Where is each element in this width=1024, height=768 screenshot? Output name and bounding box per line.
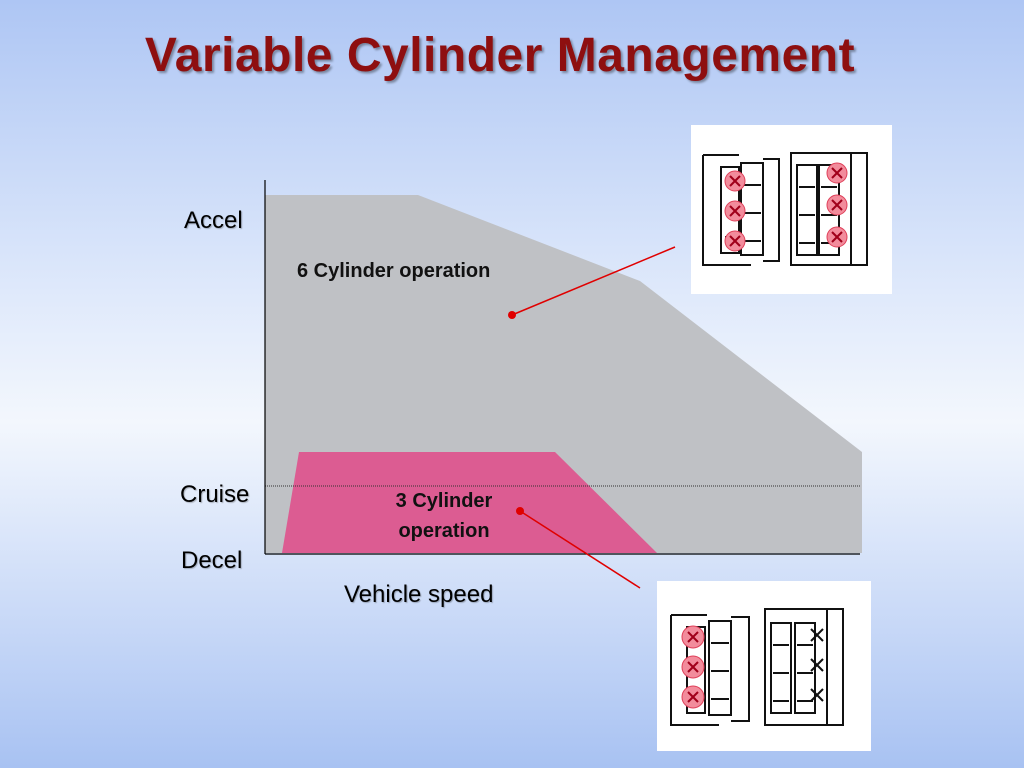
callout-dot-six [508,311,516,319]
decel-label: Decel [181,547,243,574]
cruise-label: Cruise [180,481,250,508]
slide-title: Variable Cylinder Management [144,29,856,82]
callout-line-six [511,246,676,316]
accel-label: Accel [184,207,243,234]
vehicle-speed-label: Vehicle speed [344,581,494,608]
three-cylinder-label-line2: operation [398,520,489,542]
callout-line-three [519,510,641,589]
six-cylinder-engine-diagram [691,125,892,294]
three-cylinder-region [282,452,657,553]
callout-dot-three [516,507,524,515]
three-cylinder-label-line1: 3 Cylinder [396,490,493,512]
three-cylinder-engine-diagram [657,581,871,751]
six-cylinder-label: 6 Cylinder operation [297,260,490,282]
